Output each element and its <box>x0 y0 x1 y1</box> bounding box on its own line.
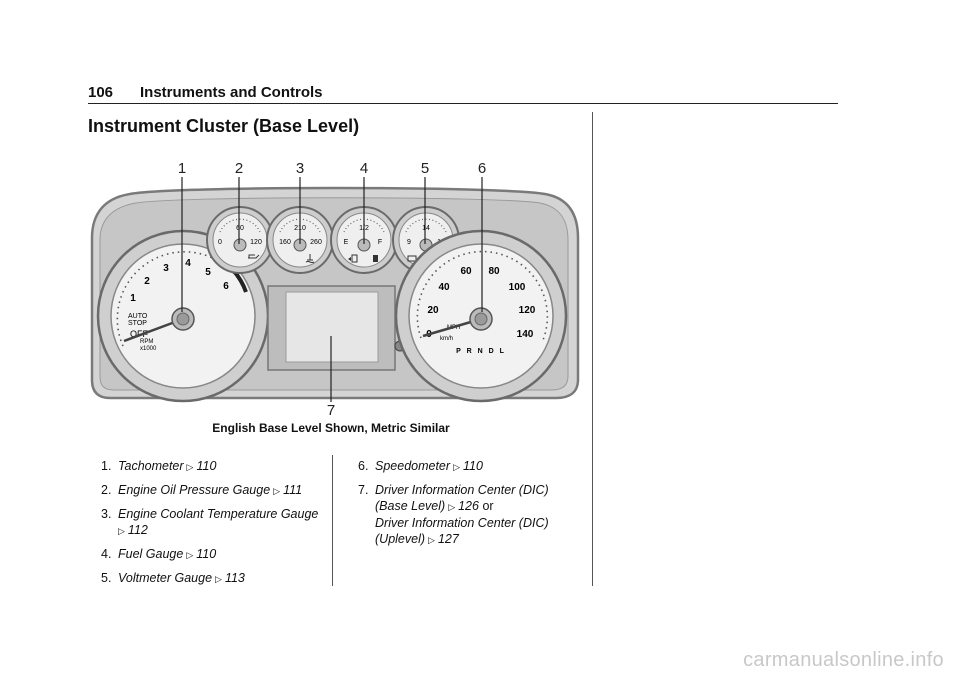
item-title: Speedometer <box>375 459 451 473</box>
page-ref-icon: ▷ <box>453 462 460 472</box>
tach-scale-arc <box>116 251 247 347</box>
list-item: 1. Tachometer▷110 <box>101 458 321 475</box>
item-number: 4. <box>101 547 112 561</box>
item-number: 1. <box>101 459 112 473</box>
tach-tick-6: 6 <box>223 281 229 292</box>
tach-auto-label: AUTO <box>128 313 148 320</box>
gear-indicator: P R N D L <box>456 348 506 355</box>
item-or-text: or <box>482 499 494 513</box>
item-page-link[interactable]: 112 <box>127 523 148 537</box>
fuel-pump-icon <box>373 255 378 262</box>
tach-stop-label: STOP <box>128 320 147 327</box>
volt-gauge-arc <box>405 218 447 233</box>
item-number: 3. <box>101 507 112 521</box>
speedo-tick-120: 120 <box>519 305 536 316</box>
column-divider <box>592 112 593 586</box>
tach-rpm-label: RPM <box>140 339 153 345</box>
list-item: 3. Engine Coolant Temperature Gauge ▷112 <box>101 506 321 539</box>
header-rule <box>88 103 838 104</box>
oil-low-label: 0 <box>218 239 222 246</box>
item-page-link[interactable]: 110 <box>196 459 217 473</box>
list-item: 2. Engine Oil Pressure Gauge▷111 <box>101 482 321 499</box>
callout-list-left: 1.Tachometer▷110 2.Engine Oil Pressure G… <box>101 458 321 594</box>
tach-rpm-mult: x1000 <box>140 346 157 352</box>
battery-icon <box>407 255 417 262</box>
callout-5: 5 <box>421 160 429 177</box>
figure-caption: English Base Level Shown, Metric Similar <box>212 421 450 435</box>
item-number: 2. <box>101 483 112 497</box>
coolant-temp-icon <box>305 254 315 263</box>
item-page-link[interactable]: 127 <box>437 532 459 546</box>
item-title: Engine Oil Pressure Gauge <box>118 483 271 497</box>
coolant-low-label: 160 <box>279 239 291 246</box>
page-ref-icon: ▷ <box>215 574 222 584</box>
speedo-tick-60: 60 <box>460 266 472 277</box>
tach-tick-4: 4 <box>185 258 191 269</box>
page-ref-icon: ▷ <box>186 550 194 560</box>
page-ref-icon: ▷ <box>186 462 194 472</box>
tach-tick-1: 1 <box>130 293 136 304</box>
dic-display-screen <box>285 291 379 363</box>
callout-7: 7 <box>327 402 335 419</box>
speedo-tick-40: 40 <box>438 282 450 293</box>
item-title: Engine Coolant Temperature Gauge <box>118 507 319 521</box>
item-number: 7. <box>358 483 369 497</box>
callout-6: 6 <box>478 160 486 177</box>
callout-4: 4 <box>360 160 368 177</box>
oil-gauge-hub <box>233 238 247 252</box>
list-item: 6. Speedometer▷110 <box>358 458 583 475</box>
tach-tick-2: 2 <box>144 276 150 287</box>
speedo-tick-140: 140 <box>517 329 534 340</box>
page-ref-icon: ▷ <box>428 535 435 545</box>
list-item: 5. Voltmeter Gauge▷113 <box>101 570 321 587</box>
page-heading: Instrument Cluster (Base Level) <box>88 116 360 136</box>
tach-tick-5: 5 <box>205 267 211 278</box>
item-page-link[interactable]: 126 <box>458 499 479 513</box>
section-title: Instruments and Controls <box>140 84 323 101</box>
watermark: carmanualsonline.info <box>743 649 944 671</box>
callout-1: 1 <box>178 160 186 177</box>
page-ref-icon: ▷ <box>273 486 281 496</box>
coolant-high-label: 260 <box>310 239 322 246</box>
fuel-door-arrow-icon <box>348 257 351 261</box>
speedo-kmh-label: km/h <box>440 336 453 342</box>
fuel-low-label: E <box>344 239 349 246</box>
tach-tick-3: 3 <box>163 263 169 274</box>
item-number: 6. <box>358 459 369 473</box>
volt-mid-label: 14 <box>422 225 430 232</box>
oil-high-label: 120 <box>250 239 262 246</box>
oil-mid-label: 60 <box>236 225 244 232</box>
callout-2: 2 <box>235 160 243 177</box>
item-page-link[interactable]: 113 <box>224 571 245 585</box>
tach-hub-center <box>176 312 190 326</box>
item-page-link[interactable]: 110 <box>196 547 217 561</box>
speedo-tick-80: 80 <box>488 266 500 277</box>
item-title: Driver Information Center (DIC) (Base Le… <box>375 483 549 513</box>
fuel-high-label: F <box>378 239 382 246</box>
callout-3: 3 <box>296 160 304 177</box>
callout-list-right: 6.Speedometer▷110 7.Driver Information C… <box>358 458 583 555</box>
page-ref-icon: ▷ <box>448 502 456 512</box>
list-divider <box>332 455 333 586</box>
list-item: 7. Driver Information Center (DIC) (Base … <box>358 482 583 548</box>
fuel-pump-icon-left <box>351 254 358 263</box>
item-page-link[interactable]: 110 <box>462 459 483 473</box>
page-number: 106 <box>88 84 114 101</box>
item-title: Tachometer <box>118 459 184 473</box>
speedo-tick-100: 100 <box>509 282 526 293</box>
page-ref-icon: ▷ <box>118 526 125 536</box>
oil-gauge-arc <box>219 218 261 233</box>
speedo-tick-20: 20 <box>427 305 439 316</box>
item-title-alt: Driver Information Center (DIC) (Uplevel… <box>375 516 549 546</box>
item-title: Voltmeter Gauge <box>118 571 213 585</box>
oil-can-icon <box>248 254 260 259</box>
list-item: 4. Fuel Gauge▷110 <box>101 546 321 563</box>
item-number: 5. <box>101 571 112 585</box>
volt-low-label: 9 <box>407 239 411 246</box>
item-page-link[interactable]: 111 <box>283 483 303 497</box>
speedo-hub-center <box>474 312 488 326</box>
item-title: Fuel Gauge <box>118 547 184 561</box>
